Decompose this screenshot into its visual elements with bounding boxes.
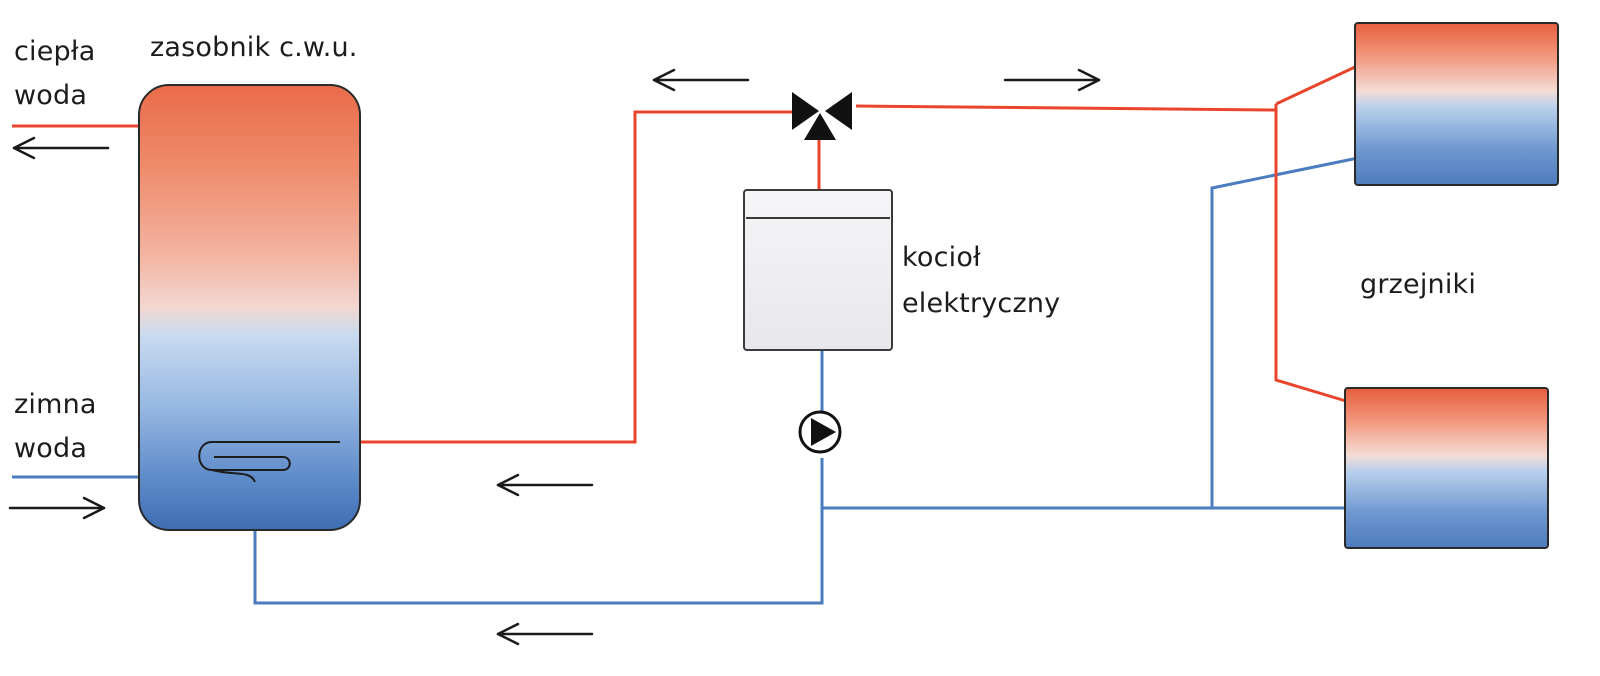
arrow-left-icon — [496, 473, 594, 497]
cold-water-label-line2: woda — [14, 433, 88, 464]
boiler-label-line2: elektryczny — [902, 288, 1061, 319]
heating-coil — [198, 441, 340, 483]
arrow-left-icon — [496, 622, 594, 646]
coil-supply-pipe — [335, 110, 792, 444]
arrow-right-icon — [1003, 68, 1101, 92]
tank-label: zasobnik c.w.u. — [150, 32, 358, 63]
return-pipe-bottom — [253, 458, 824, 605]
radiator-upper — [1354, 22, 1559, 186]
arrow-left-icon — [652, 68, 750, 92]
boiler-label-line1: kocioł — [902, 242, 981, 273]
electric-boiler — [743, 189, 893, 351]
arrow-right-icon — [8, 496, 106, 520]
valve-to-radiators-pipe — [855, 104, 1277, 112]
lower-radiator-supply-pipe — [1274, 104, 1357, 406]
hot-water-label-line2: woda — [14, 80, 88, 111]
hot-water-tank — [138, 84, 361, 531]
cold-pipes — [12, 156, 1359, 605]
pump-icon — [798, 410, 842, 454]
hot-water-label-line1: ciepła — [14, 36, 96, 67]
upper-radiator-return-pipe — [1210, 156, 1359, 508]
flow-arrows — [8, 68, 1101, 646]
three-way-valve-icon — [792, 92, 852, 140]
radiators-label: grzejniki — [1360, 269, 1477, 300]
arrow-left-icon — [12, 136, 110, 160]
hot-pipes — [12, 58, 1371, 444]
cold-water-label-line1: zimna — [14, 389, 97, 420]
radiator-lower — [1344, 387, 1549, 549]
